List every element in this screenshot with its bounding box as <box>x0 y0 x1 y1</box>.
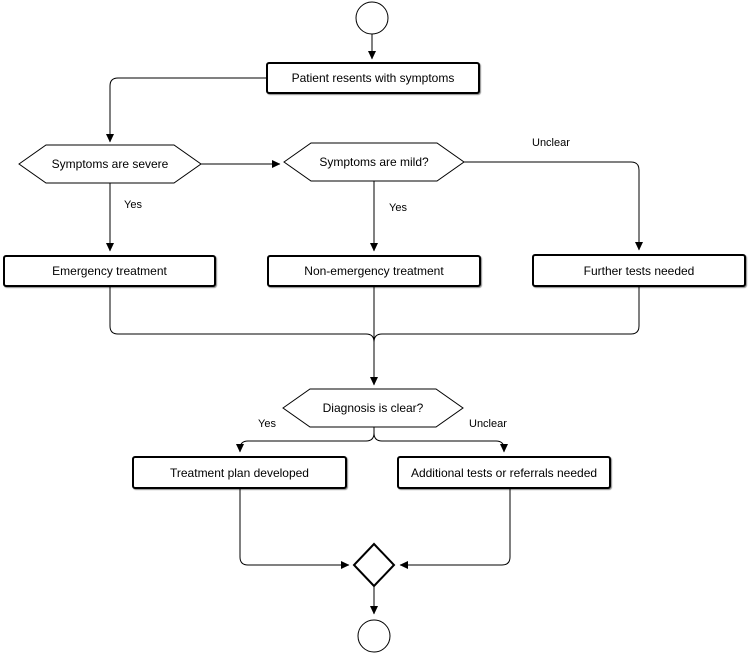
process-additional-tests-label: Additional tests or referrals needed <box>410 465 598 480</box>
process-emergency-label: Emergency treatment <box>52 264 167 278</box>
process-treatment-plan-box[interactable]: Treatment plan developed <box>132 456 347 489</box>
edge-label-severe-yes: Yes <box>123 199 143 211</box>
edge-further-tests-to-merge-line <box>373 287 640 343</box>
edge-label-diagnosis-unclear: Unclear <box>468 418 508 430</box>
edge-emergency-to-merge-line <box>109 287 375 343</box>
process-patient-label: Patient resents with symptoms <box>291 71 455 85</box>
decision-mild-shape[interactable] <box>283 142 465 182</box>
end-node[interactable] <box>357 619 391 653</box>
merge-diamond[interactable] <box>352 542 396 588</box>
edge-diagnosis-to-treatment-plan <box>235 427 375 453</box>
edge-treatment-plan-to-diamond <box>239 489 350 570</box>
edge-patient-to-severe <box>105 77 266 143</box>
process-patient-box[interactable]: Patient resents with symptoms <box>266 62 480 94</box>
edge-additional-tests-to-diamond <box>399 489 511 570</box>
edge-diagnosis-to-additional-tests <box>373 427 509 453</box>
process-treatment-plan-label: Treatment plan developed <box>170 465 309 480</box>
process-emergency-box[interactable]: Emergency treatment <box>3 255 216 287</box>
process-further-tests-label: Further tests needed <box>583 263 695 278</box>
process-non-emergency-box[interactable]: Non-emergency treatment <box>267 255 481 287</box>
process-additional-tests-box[interactable]: Additional tests or referrals needed <box>397 456 611 489</box>
process-non-emergency-label: Non-emergency treatment <box>304 264 444 278</box>
process-further-tests-box[interactable]: Further tests needed <box>532 254 746 287</box>
start-node[interactable] <box>355 1 389 35</box>
edge-label-diagnosis-yes: Yes <box>257 418 277 430</box>
edge-mild-to-further-tests <box>464 161 644 251</box>
edge-label-mild-unclear: Unclear <box>531 137 571 149</box>
decision-severe-shape[interactable] <box>18 144 202 184</box>
edge-label-mild-yes: Yes <box>388 202 408 214</box>
decision-diagnosis-shape[interactable] <box>282 388 464 428</box>
